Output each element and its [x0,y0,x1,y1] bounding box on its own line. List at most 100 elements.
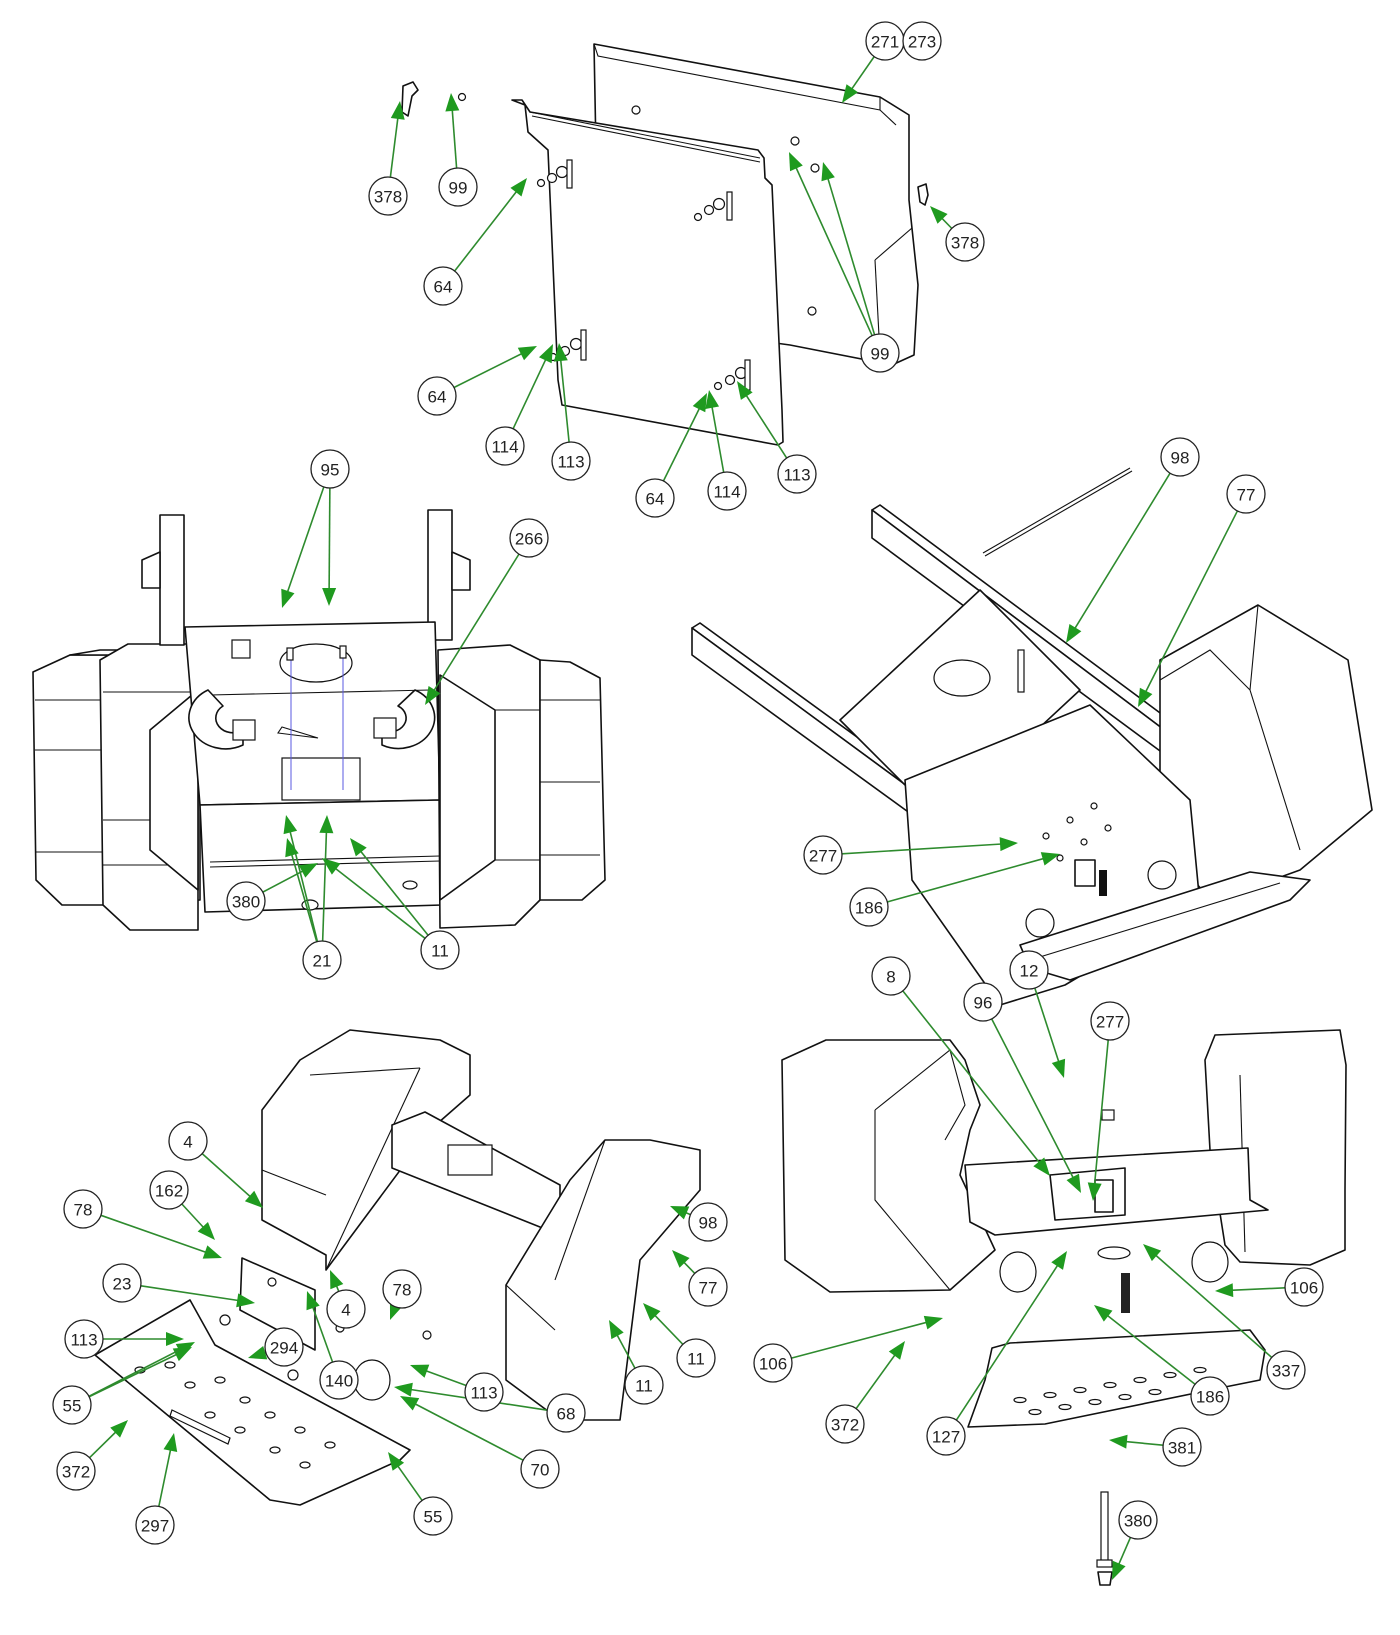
callout-number: 186 [1196,1388,1224,1407]
callout-11: 11 [624,1365,664,1405]
callout-bubble [1190,1376,1230,1416]
rear-shield-view [401,43,929,446]
callout-bubble [438,167,478,207]
callout-11: 11 [676,1338,716,1378]
callout-number: 297 [141,1517,169,1536]
callout-70: 70 [520,1449,560,1489]
leader-arrowhead [643,1303,661,1321]
leader-line [355,845,429,936]
leader-arrowhead [1138,687,1153,707]
callout-number: 372 [62,1463,90,1482]
long-bolt-part [1100,1491,1109,1563]
bolt-set-upper-left [536,159,573,189]
leader-arrowhead [517,346,537,361]
callout-380: 380 [226,881,266,921]
callout-114: 114 [707,471,747,511]
knob-part [219,1314,231,1326]
leader-line [825,171,876,336]
hood-right-part [1204,1029,1347,1266]
step-assembly-right-view [781,1029,1347,1586]
leader-arrowhead [1066,1173,1081,1193]
leader-arrowhead [285,838,299,858]
leader-arrowhead [394,1382,413,1397]
callout-266: 266 [509,518,549,558]
frame-iso-view [691,467,1373,1006]
callout-bubble [546,1393,586,1433]
callout-number: 78 [74,1201,93,1220]
leader-arrowhead [281,588,295,608]
frame-front-view [32,509,606,931]
right-hood-small-part [505,1139,701,1421]
callout-bubble [226,881,266,921]
leader-line [902,990,1045,1169]
leader-arrowhead [923,1315,943,1330]
callout-78: 78 [63,1189,103,1229]
leader-line [88,1350,184,1398]
leader-arrowhead [445,93,460,112]
callout-number: 99 [449,179,468,198]
callout-bubble [420,930,460,970]
callout-bubble [1009,950,1049,990]
callout-bubble [63,1189,103,1229]
callout-bubble [464,1372,504,1412]
callout-297: 297 [135,1505,175,1545]
leader-line [201,1153,257,1202]
callout-372: 372 [56,1451,96,1491]
callout-bubble [1090,1001,1130,1041]
leader-arrowhead [789,152,803,172]
callout-number: 294 [270,1339,298,1358]
knob-part [287,1369,299,1381]
leader-line [955,1258,1063,1421]
callout-number: 11 [687,1350,705,1369]
leader-arrowhead [1033,1157,1050,1176]
callout-bubble [149,1170,189,1210]
collar-right-part [1191,1241,1229,1283]
callout-number: 114 [713,483,740,502]
callout-number: 55 [424,1508,443,1527]
callout-bubble [945,222,985,262]
leader-arrowhead [425,686,441,705]
collar-left-part [999,1251,1037,1293]
leader-line [453,349,529,389]
right-weight-part [539,659,606,901]
step-plate-perforations [134,1361,336,1469]
callout-bubble [803,835,843,875]
callout-98: 98 [1160,437,1200,477]
callout-number: 378 [374,188,402,207]
leader-line [855,1348,900,1410]
cap-part [1097,1571,1113,1586]
callout-bubble [413,1496,453,1536]
leader-line [1093,1039,1110,1192]
callout-bubble [849,887,889,927]
bolt-set-upper-right [693,191,733,222]
leader-line [389,110,400,178]
callout-bubble [1160,437,1200,477]
callout-bubble [368,176,408,216]
callout-bubble [382,1269,422,1309]
callout-number: 23 [113,1275,132,1294]
pin-part [286,647,294,661]
leader-line [791,1319,934,1359]
callout-64: 64 [417,376,457,416]
callout-bubble [676,1338,716,1378]
callout-bubble [1284,1267,1324,1307]
callout-380: 380 [1118,1500,1158,1540]
callout-294: 294 [264,1327,304,1367]
latch-knob-right-part [917,183,929,206]
callout-113: 113 [551,441,591,481]
callout-number: 106 [759,1355,787,1374]
leader-arrowhead [298,863,318,878]
callout-4: 4 [168,1121,208,1161]
callout-12: 12 [1009,950,1049,990]
leader-line [287,824,319,942]
leader-arrowhead [306,1291,320,1311]
callout-number: 96 [974,994,993,1013]
leader-arrowhead [1143,1244,1162,1262]
callout-number: 277 [1096,1013,1124,1032]
leader-line [408,1399,524,1461]
callout-number: 113 [783,466,810,485]
leader-arrowhead [197,1222,215,1240]
left-weight-outer-part [32,654,111,906]
leader-arrowhead [539,344,553,364]
callout-bubble [753,1343,793,1383]
